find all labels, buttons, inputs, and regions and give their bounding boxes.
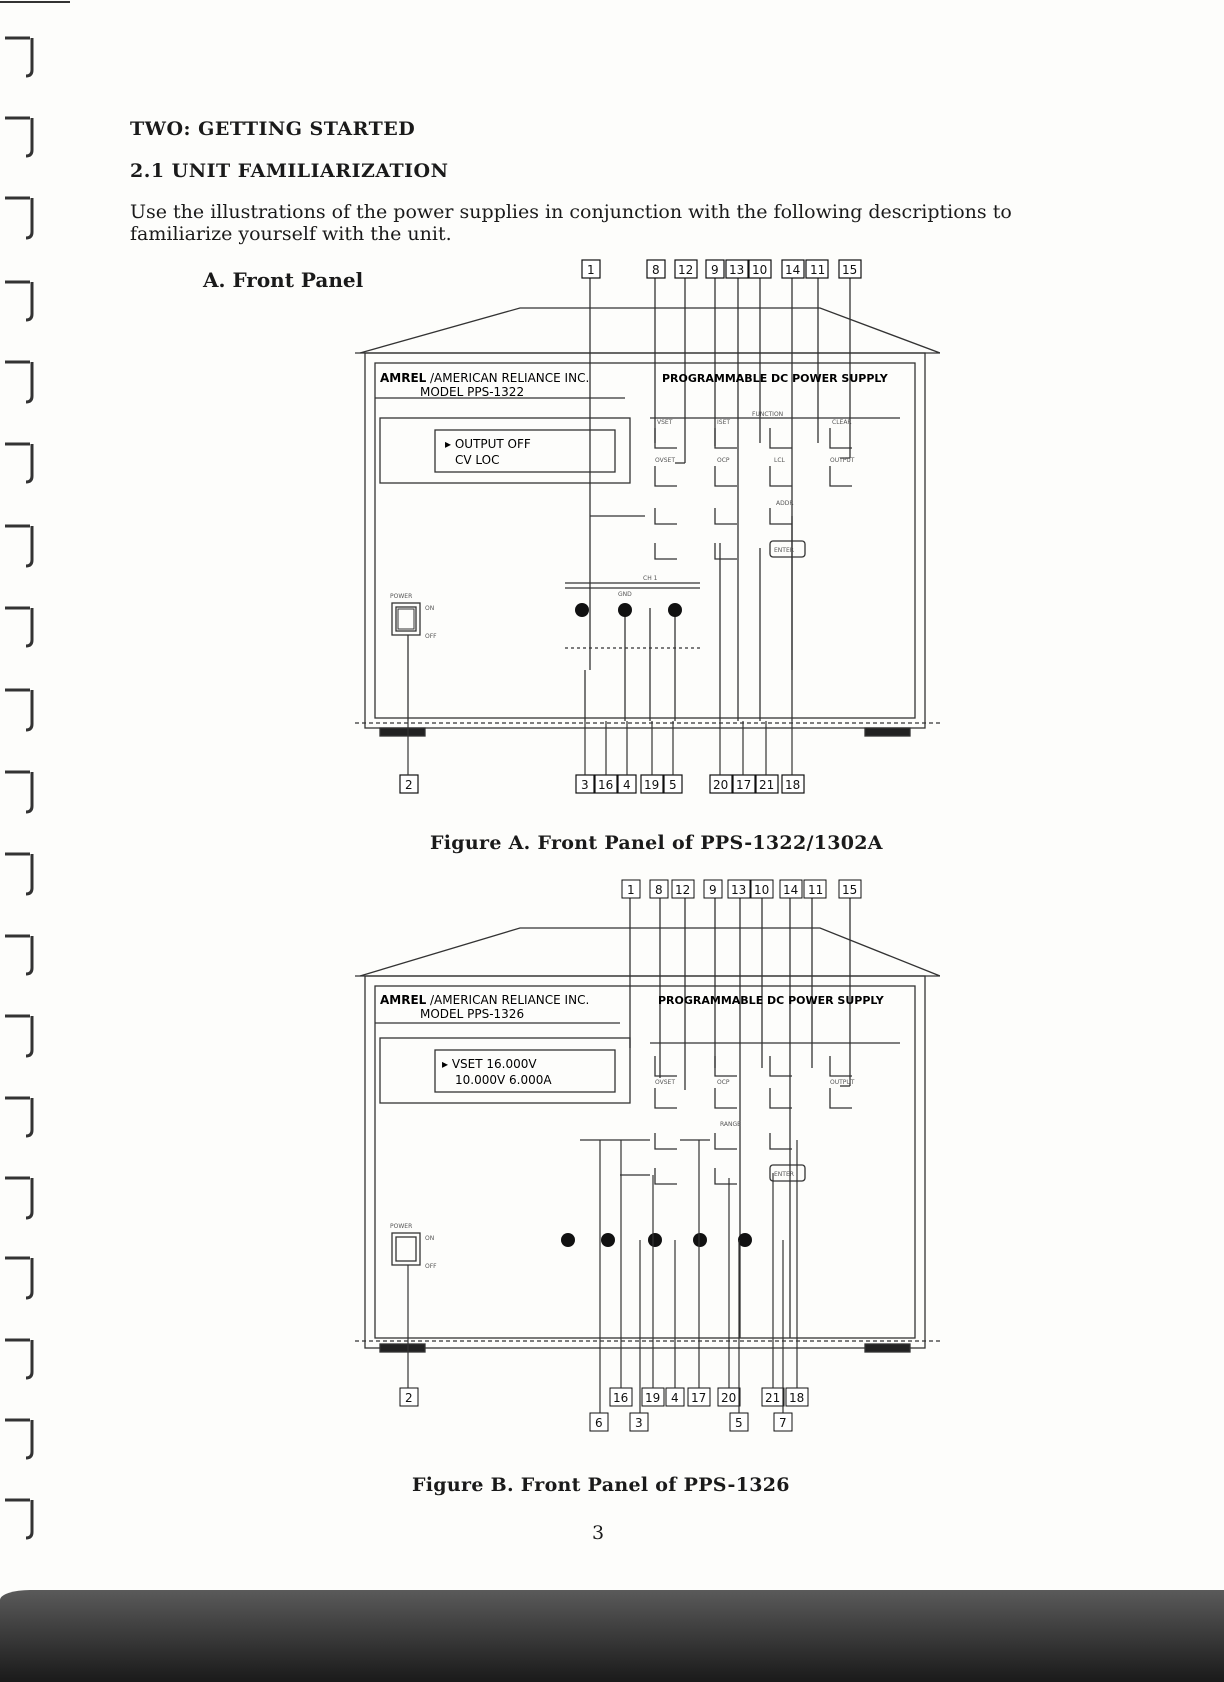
svg-text:8: 8 bbox=[652, 263, 660, 277]
svg-text:18: 18 bbox=[785, 778, 800, 792]
svg-text:5: 5 bbox=[669, 778, 677, 792]
figure-b-display-line1: ▸ VSET 16.000V bbox=[442, 1057, 537, 1071]
svg-text:12: 12 bbox=[678, 263, 693, 277]
svg-text:3: 3 bbox=[581, 778, 589, 792]
figure-a-iset-label: ISET bbox=[717, 419, 730, 426]
figure-a-callout-top: 1 8 12 9 13 10 14 11 15 bbox=[581, 259, 862, 279]
svg-text:13: 13 bbox=[731, 883, 746, 897]
figure-b-ocp-label: OCP bbox=[717, 1079, 730, 1086]
svg-text:10: 10 bbox=[754, 883, 769, 897]
svg-text:1: 1 bbox=[627, 883, 635, 897]
svg-text:2: 2 bbox=[405, 778, 413, 792]
figure-a-function-label: FUNCTION bbox=[752, 411, 783, 418]
figure-b-callout-left: 2 bbox=[399, 1387, 419, 1407]
svg-text:20: 20 bbox=[721, 1391, 736, 1405]
svg-text:9: 9 bbox=[709, 883, 717, 897]
svg-text:14: 14 bbox=[785, 263, 800, 277]
subsection-heading: A. Front Panel bbox=[203, 268, 364, 292]
figure-b-front-panel: AMREL /AMERICAN RELIANCE INC. MODEL PPS-… bbox=[350, 878, 940, 1438]
svg-text:19: 19 bbox=[645, 1391, 660, 1405]
figure-a-gnd-label: GND bbox=[618, 591, 632, 598]
svg-text:20: 20 bbox=[713, 778, 728, 792]
svg-text:8: 8 bbox=[655, 883, 663, 897]
figure-a-display-line1: ▸ OUTPUT OFF bbox=[445, 437, 531, 451]
figure-b-model: MODEL PPS-1326 bbox=[420, 1007, 524, 1021]
figure-a-power-label: POWER bbox=[390, 593, 412, 600]
figure-b-brand: AMREL bbox=[380, 993, 427, 1007]
figure-a-callout-left: 2 bbox=[399, 774, 419, 794]
svg-text:1: 1 bbox=[587, 263, 595, 277]
svg-text:10: 10 bbox=[752, 263, 767, 277]
figure-a-ovset-label: OVSET bbox=[655, 457, 675, 464]
svg-text:16: 16 bbox=[613, 1391, 628, 1405]
page-number: 3 bbox=[592, 1522, 605, 1544]
figure-a-off-label: OFF bbox=[425, 633, 437, 640]
svg-text:3: 3 bbox=[635, 1416, 643, 1430]
svg-text:14: 14 bbox=[783, 883, 798, 897]
svg-text:2: 2 bbox=[405, 1391, 413, 1405]
intro-paragraph: Use the illustrations of the power suppl… bbox=[130, 201, 1012, 245]
chapter-heading: TWO: GETTING STARTED bbox=[130, 118, 416, 140]
figure-a-addr-label: ADDR bbox=[776, 500, 794, 507]
figure-a-vset-label: VSET bbox=[657, 419, 673, 426]
svg-text:17: 17 bbox=[691, 1391, 706, 1405]
svg-text:4: 4 bbox=[671, 1391, 679, 1405]
svg-text:7: 7 bbox=[779, 1416, 787, 1430]
figure-b-power-label: POWER bbox=[390, 1223, 412, 1230]
figure-a-company: /AMERICAN RELIANCE INC. bbox=[430, 371, 589, 385]
figure-a-model: MODEL PPS-1322 bbox=[420, 385, 524, 399]
figure-b-display-line2: 10.000V 6.000A bbox=[455, 1073, 552, 1087]
figure-a-lcl-label: LCL bbox=[774, 457, 786, 464]
svg-text:12: 12 bbox=[675, 883, 690, 897]
svg-text:21: 21 bbox=[759, 778, 774, 792]
spiral-binding bbox=[0, 1, 70, 1540]
svg-text:19: 19 bbox=[644, 778, 659, 792]
figure-b-range-label: RANGE bbox=[720, 1121, 741, 1128]
svg-text:13: 13 bbox=[729, 263, 744, 277]
figure-a-ch1-label: CH 1 bbox=[643, 575, 658, 582]
figure-b-ovset-label: OVSET bbox=[655, 1079, 675, 1086]
svg-text:18: 18 bbox=[789, 1391, 804, 1405]
svg-text:11: 11 bbox=[808, 883, 823, 897]
svg-text:4: 4 bbox=[623, 778, 631, 792]
figure-a-callout-bottom: 3 16 4 19 5 20 17 21 18 bbox=[575, 774, 805, 794]
section-heading: 2.1 UNIT FAMILIARIZATION bbox=[130, 160, 449, 182]
svg-text:9: 9 bbox=[711, 263, 719, 277]
svg-text:15: 15 bbox=[842, 263, 857, 277]
svg-text:16: 16 bbox=[598, 778, 613, 792]
figure-b-product: PROGRAMMABLE DC POWER SUPPLY bbox=[658, 994, 885, 1007]
figure-a-ocp-label: OCP bbox=[717, 457, 730, 464]
svg-text:21: 21 bbox=[765, 1391, 780, 1405]
figure-b-off-label: OFF bbox=[425, 1263, 437, 1270]
figure-a-product: PROGRAMMABLE DC POWER SUPPLY bbox=[662, 372, 889, 385]
figure-b-enter-label: ENTER bbox=[774, 1171, 794, 1178]
svg-text:17: 17 bbox=[736, 778, 751, 792]
figure-a-enter-label: ENTER bbox=[774, 547, 794, 554]
svg-text:15: 15 bbox=[842, 883, 857, 897]
scan-shadow bbox=[0, 1590, 1224, 1682]
figure-a-display-line2: CV LOC bbox=[455, 453, 499, 467]
figure-a-drawing: AMREL /AMERICAN RELIANCE INC. MODEL PPS-… bbox=[355, 259, 940, 794]
svg-text:5: 5 bbox=[735, 1416, 743, 1430]
figure-b-drawing: AMREL /AMERICAN RELIANCE INC. MODEL PPS-… bbox=[355, 879, 940, 1432]
figure-a-on-label: ON bbox=[425, 605, 434, 612]
figure-b-on-label: ON bbox=[425, 1235, 434, 1242]
figure-b-company: /AMERICAN RELIANCE INC. bbox=[430, 993, 589, 1007]
figure-b-caption: Figure B. Front Panel of PPS-1326 bbox=[412, 1474, 790, 1496]
svg-text:11: 11 bbox=[810, 263, 825, 277]
figure-b-callout-top: 1 8 12 9 13 10 14 11 15 bbox=[621, 879, 862, 899]
figure-b-callout-bottom: 16 19 4 17 20 21 18 6 3 5 7 bbox=[589, 1387, 809, 1432]
figure-a-brand: AMREL bbox=[380, 371, 427, 385]
svg-text:6: 6 bbox=[595, 1416, 603, 1430]
figure-a-caption: Figure A. Front Panel of PPS-1322/1302A bbox=[430, 832, 883, 854]
figure-b-output-label: OUTPUT bbox=[830, 1079, 855, 1086]
figure-a-output-label: OUTPUT bbox=[830, 457, 855, 464]
figure-a-clear-label: CLEAR bbox=[832, 419, 852, 426]
figure-a-front-panel: AMREL /AMERICAN RELIANCE INC. MODEL PPS-… bbox=[350, 258, 940, 798]
